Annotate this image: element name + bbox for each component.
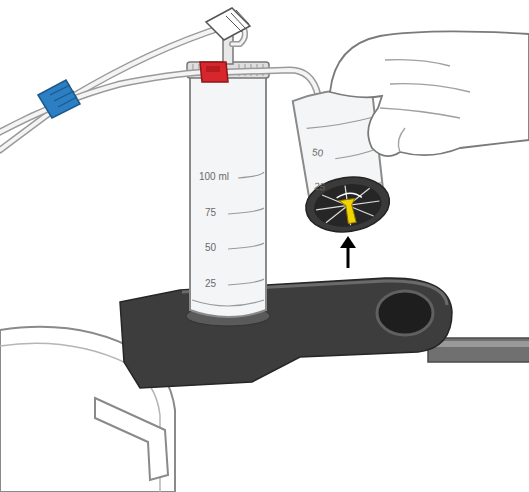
scale-marking: 75 [205,208,216,218]
finger-lines [380,60,470,152]
white-connector [206,8,250,40]
canister-body [190,76,266,317]
scale-marking: 100 ml [199,172,229,182]
holder-rod [428,338,529,362]
tubing [0,22,318,150]
scale-marking: 25 [313,181,325,192]
device-handle [95,398,168,480]
rod-highlight [428,341,529,347]
scale-marking: 50 [205,243,216,253]
holder-socket [377,291,433,335]
graduation-mark [192,300,264,306]
scale-marking: 50 [311,147,323,158]
scale-marking: 25 [205,279,216,289]
canister-holder [120,278,452,388]
red-clamp [200,62,228,82]
blue-clamp [38,80,80,118]
graduation-marks [228,172,264,285]
gloved-hand [330,31,529,156]
push-arrow [340,236,356,268]
